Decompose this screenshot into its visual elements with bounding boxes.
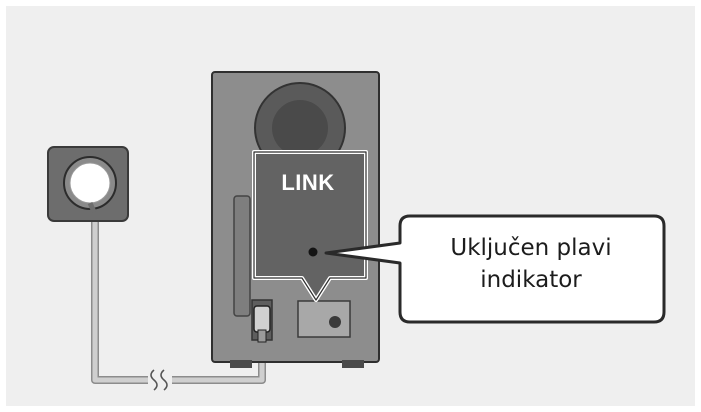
link-indicator-led [308, 247, 318, 257]
connector-plate [297, 300, 351, 338]
callout-bubble [324, 214, 666, 324]
callout-line-1: Uključen plavi [450, 235, 612, 261]
callout-text: Uključen plavi indikator [404, 232, 658, 296]
link-zoom-panel [252, 150, 368, 302]
cable-break-icon [148, 369, 172, 391]
link-label: LINK [281, 170, 335, 195]
power-plug-icon [253, 305, 271, 343]
callout-line-2: indikator [480, 267, 582, 294]
power-outlet-icon [47, 146, 129, 222]
